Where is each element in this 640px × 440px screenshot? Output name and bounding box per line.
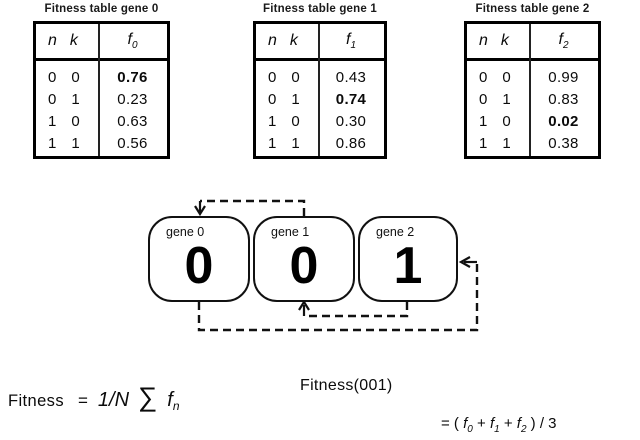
link-gene0-to-gene2 bbox=[197, 264, 479, 332]
equals-sign: = bbox=[77, 391, 88, 410]
gene-label: gene 0 bbox=[166, 225, 205, 239]
example-step-symbolic: = ( f0 + f1 + f2 ) / 3 bbox=[441, 415, 557, 435]
formula-coefficient: 1/N bbox=[97, 389, 130, 411]
fitness-example-lhs: Fitness(001) bbox=[300, 377, 393, 394]
gene-box-2: gene 2 1 bbox=[358, 216, 458, 302]
table-title: Fitness table gene 1 bbox=[263, 3, 377, 15]
fitness-value: 0.63 bbox=[117, 112, 148, 130]
column-divider bbox=[98, 24, 100, 156]
formula-term: fn bbox=[167, 389, 180, 414]
gene-label: gene 2 bbox=[376, 225, 415, 239]
table-title: Fitness table gene 0 bbox=[44, 3, 159, 15]
fitness-formula-general: Fitness = 1/N ∑ fn bbox=[8, 382, 180, 413]
arrowhead-into-gene1 bbox=[298, 299, 310, 311]
fitness-value: 0.56 bbox=[117, 134, 148, 152]
fitness-value: 0.83 bbox=[548, 90, 579, 108]
fitness-value: 0.76 bbox=[117, 68, 148, 86]
gene-allele-value: 1 bbox=[393, 237, 423, 295]
table-title: Fitness table gene 2 bbox=[475, 3, 590, 15]
arrowhead-into-gene2 bbox=[458, 256, 471, 268]
fitness-example-steps: = ( f0 + f1 + f2 ) / 3 = (0.76 + 0.74 + … bbox=[441, 376, 598, 440]
gene-allele-value: 0 bbox=[184, 237, 214, 295]
fitness-value: 0.74 bbox=[335, 90, 367, 108]
header-f2: f2 bbox=[558, 30, 569, 52]
link-gene2-to-gene1 bbox=[306, 302, 409, 318]
gene-box-1: gene 1 0 bbox=[253, 216, 355, 302]
sigma-symbol: ∑ bbox=[138, 382, 158, 412]
fitness-value: 0.99 bbox=[548, 68, 579, 86]
gene-label: gene 1 bbox=[271, 225, 310, 239]
fitness-value: 0.30 bbox=[335, 112, 367, 130]
link-gene1-to-gene0 bbox=[200, 199, 306, 216]
fitness-value: 0.23 bbox=[117, 90, 148, 108]
header-f1: f1 bbox=[345, 30, 356, 52]
formula-lhs: Fitness bbox=[8, 392, 64, 410]
gene-box-0: gene 0 0 bbox=[148, 216, 250, 302]
fitness-value: 0.38 bbox=[548, 134, 579, 152]
column-divider bbox=[318, 24, 320, 156]
fitness-value: 0.43 bbox=[335, 68, 367, 86]
fitness-value: 0.86 bbox=[335, 134, 367, 152]
fitness-value: 0.02 bbox=[548, 112, 579, 130]
arrowhead-into-gene0 bbox=[194, 205, 206, 217]
column-divider bbox=[529, 24, 531, 156]
header-f0: f0 bbox=[127, 30, 138, 52]
gene-allele-value: 0 bbox=[289, 237, 319, 295]
